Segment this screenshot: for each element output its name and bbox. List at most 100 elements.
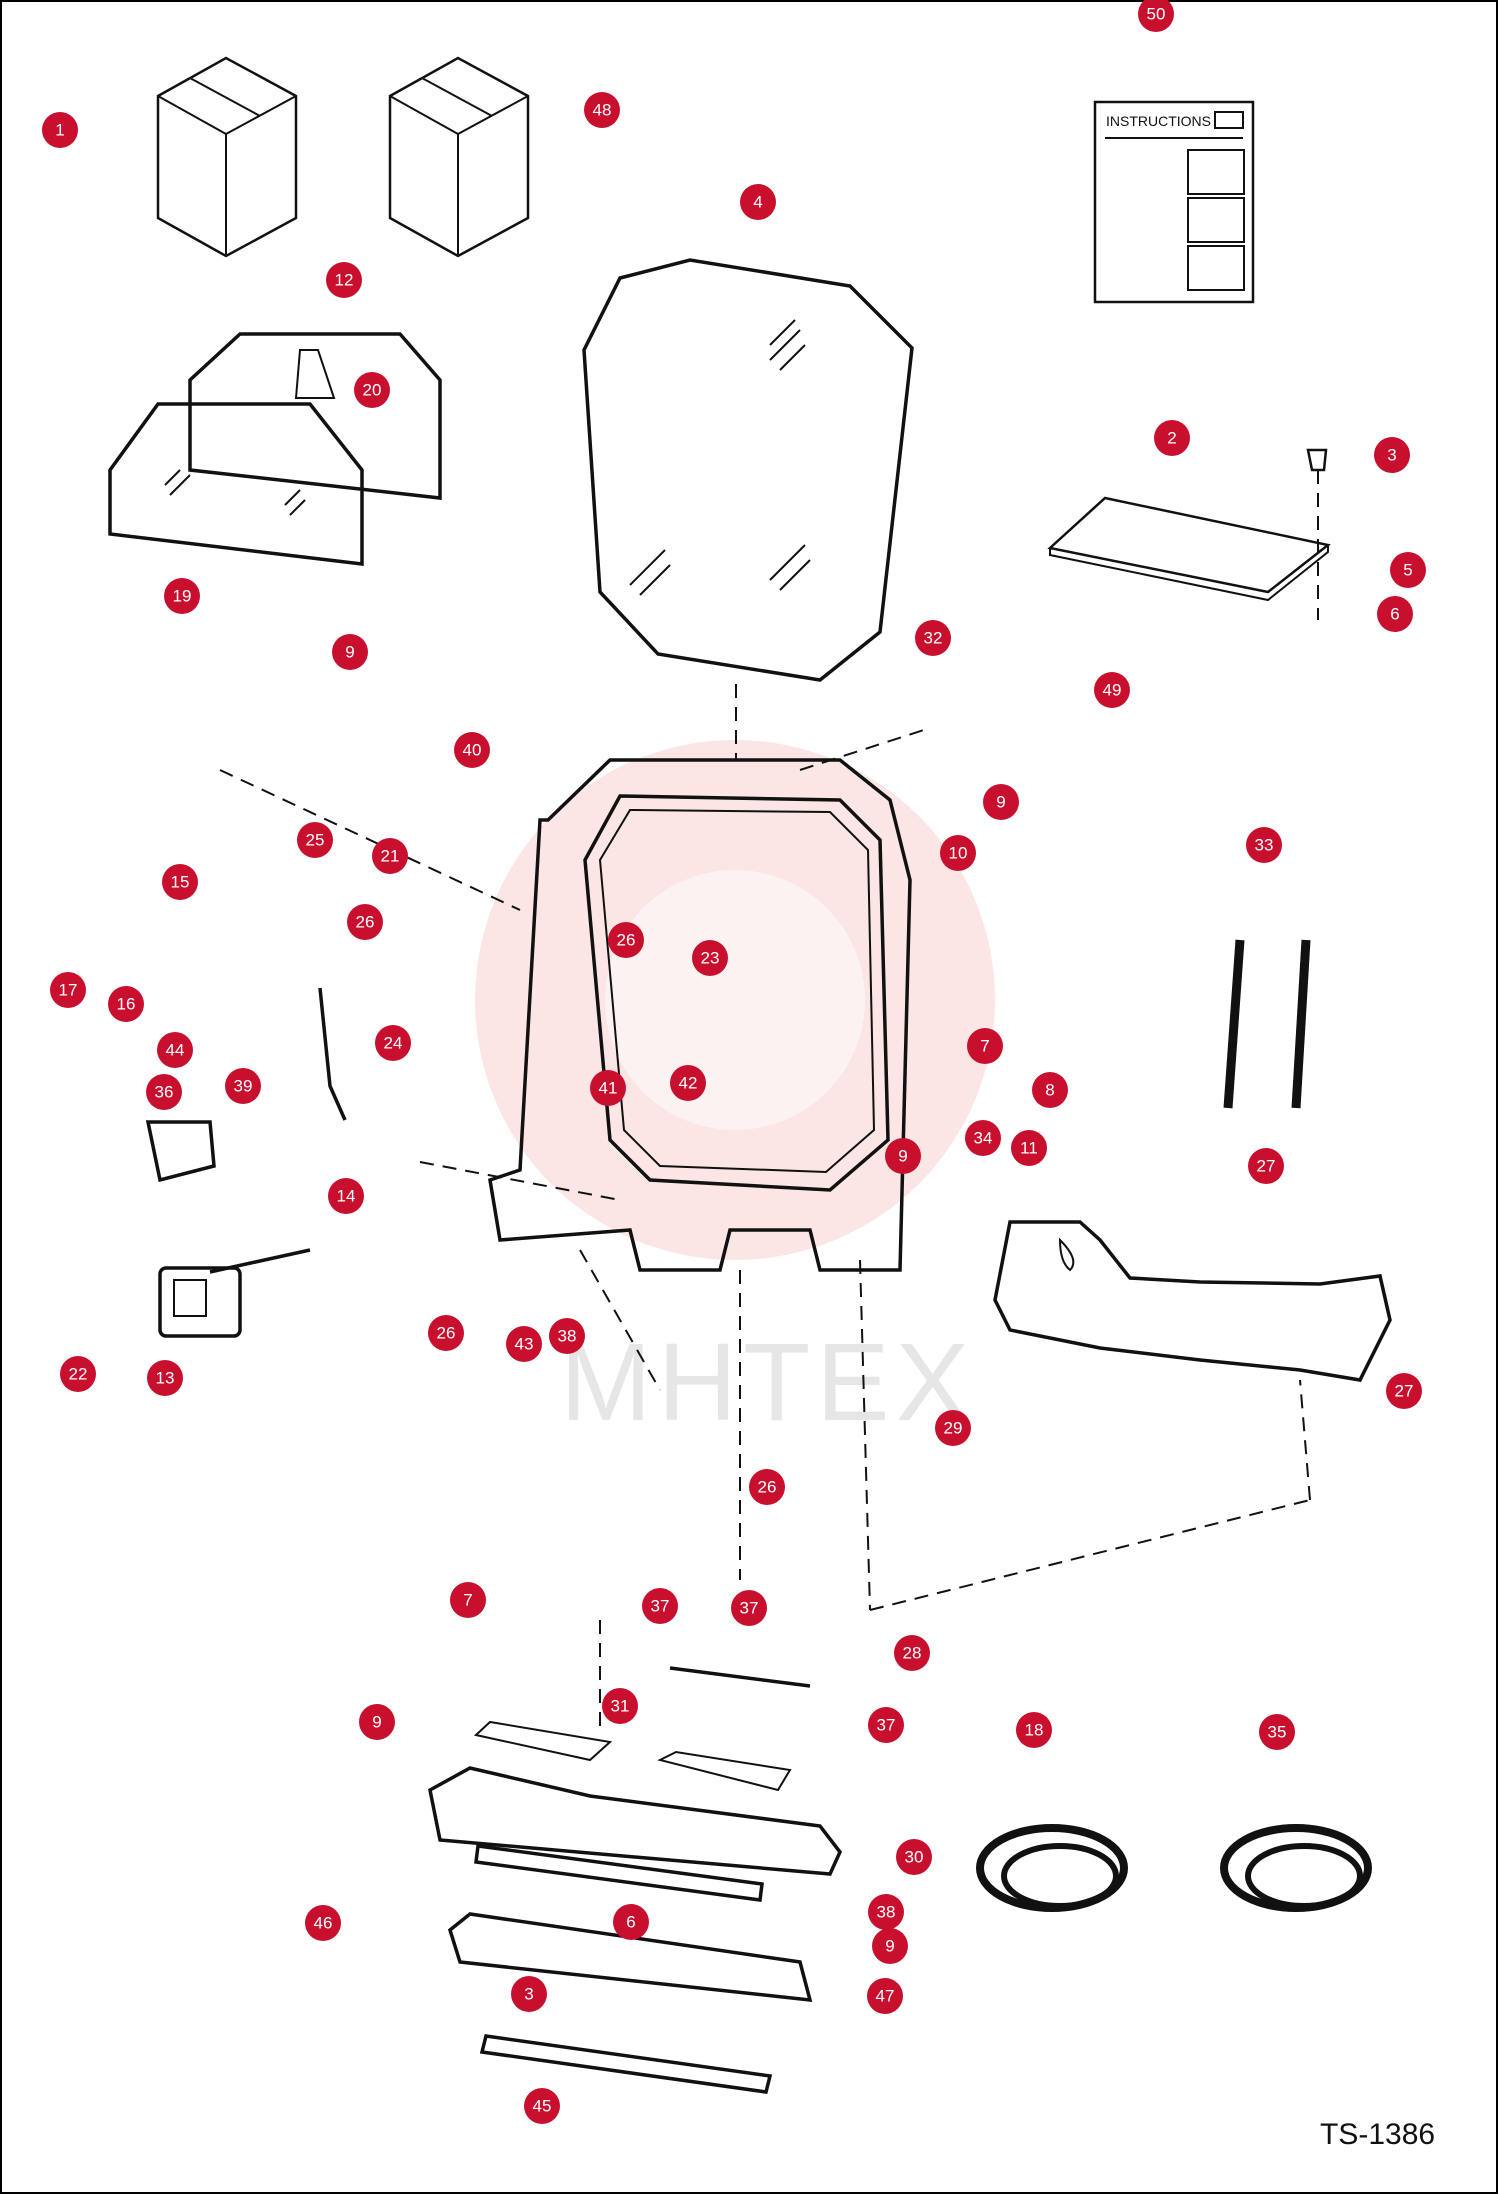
callout-number: 26 [758,1478,777,1497]
callout-bubble [359,1704,395,1740]
callout-45: 45 [524,2088,560,2124]
callout-bubble [454,732,490,768]
callout-bubble [1248,1148,1284,1184]
callout-number: 9 [996,793,1005,812]
callout-number: 16 [117,995,136,1014]
callout-number: 18 [1025,1721,1044,1740]
callout-bubble [328,1178,364,1214]
callout-number: 23 [701,949,720,968]
callout-bubble [1138,0,1174,32]
callout-bubble [1246,827,1282,863]
callout-22: 22 [60,1356,96,1392]
callout-number: 14 [337,1187,356,1206]
assembly-lines [219,684,1311,1730]
callout-number: 25 [306,831,325,850]
callout-number: 4 [753,193,762,212]
callout-bubble [894,1635,930,1671]
callout-9: 9 [872,1928,908,1964]
callout-3: 3 [511,1976,547,2012]
callout-number: 9 [345,643,354,662]
callout-bubble [967,1028,1003,1064]
callout-number: 32 [924,629,943,648]
callout-number: 40 [463,741,482,760]
callout-number: 37 [877,1716,896,1735]
callout-6: 6 [1377,596,1413,632]
callout-bubble [935,1410,971,1446]
callout-number: 47 [876,1987,895,2006]
callout-6: 6 [613,1904,649,1940]
callout-bubble [692,940,728,976]
callout-8: 8 [1032,1072,1068,1108]
callout-number: 46 [314,1914,333,1933]
callout-number: 36 [155,1083,174,1102]
callout-bubble [162,864,198,900]
callout-bubble [1154,420,1190,456]
callout-bubble [642,1588,678,1624]
callout-bubble [347,904,383,940]
callout-42: 42 [670,1065,706,1101]
callout-bubble [147,1360,183,1396]
callout-bubble [50,972,86,1008]
callout-39: 39 [225,1068,261,1104]
callout-14: 14 [328,1178,364,1214]
callout-bubble [332,634,368,670]
callout-bubble [1377,596,1413,632]
callout-number: 15 [171,873,190,892]
callout-number: 2 [1167,429,1176,448]
callout-9: 9 [359,1704,395,1740]
part-hinge-bracket [993,1220,1392,1382]
callout-1: 1 [42,112,78,148]
callout-bubble [524,2088,560,2124]
callout-bubble [590,1070,626,1106]
callout-bubble [305,1905,341,1941]
callout-23: 23 [692,940,728,976]
callout-number: 41 [599,1079,618,1098]
callout-9: 9 [332,634,368,670]
callout-number: 1 [55,121,64,140]
callout-26: 26 [347,904,383,940]
callout-44: 44 [157,1032,193,1068]
callout-2: 2 [1154,420,1190,456]
callout-bubble [1259,1714,1295,1750]
callout-11: 11 [1011,1130,1047,1166]
callout-number: 31 [611,1697,630,1716]
callout-33: 33 [1246,827,1282,863]
callout-bubble [965,1120,1001,1156]
callout-number: 13 [156,1369,175,1388]
callout-number: 3 [1387,446,1396,465]
part-plate-2 [1047,448,1331,620]
callout-bubble [1016,1712,1052,1748]
callout-27: 27 [1248,1148,1284,1184]
callout-bubble [372,838,408,874]
callout-bubble [940,835,976,871]
callout-number: 27 [1257,1157,1276,1176]
callout-25: 25 [297,822,333,858]
callout-number: 44 [166,1041,185,1060]
callout-number: 26 [356,913,375,932]
part-window-panes [108,332,442,566]
callout-50: 50 [1138,0,1174,32]
callout-bubble [506,1326,542,1362]
callout-bubble [157,1032,193,1068]
callout-number: 37 [740,1599,759,1618]
callout-16: 16 [108,986,144,1022]
callout-bubble [1390,552,1426,588]
callout-bubble [749,1469,785,1505]
callout-number: 38 [558,1327,577,1346]
callout-48: 48 [584,92,620,128]
callout-number: 38 [877,1903,896,1922]
callout-34: 34 [965,1120,1001,1156]
callout-number: 3 [524,1985,533,2004]
callout-bubble [731,1590,767,1626]
callout-bubble [511,1976,547,2012]
callout-20: 20 [354,372,390,408]
callout-bubble [375,1025,411,1061]
callout-9: 9 [983,784,1019,820]
callout-bubble [670,1065,706,1101]
callout-number: 7 [980,1037,989,1056]
callout-37: 37 [731,1590,767,1626]
reference-code: TS-1386 [1320,2118,1435,2151]
callout-bubble [602,1688,638,1724]
